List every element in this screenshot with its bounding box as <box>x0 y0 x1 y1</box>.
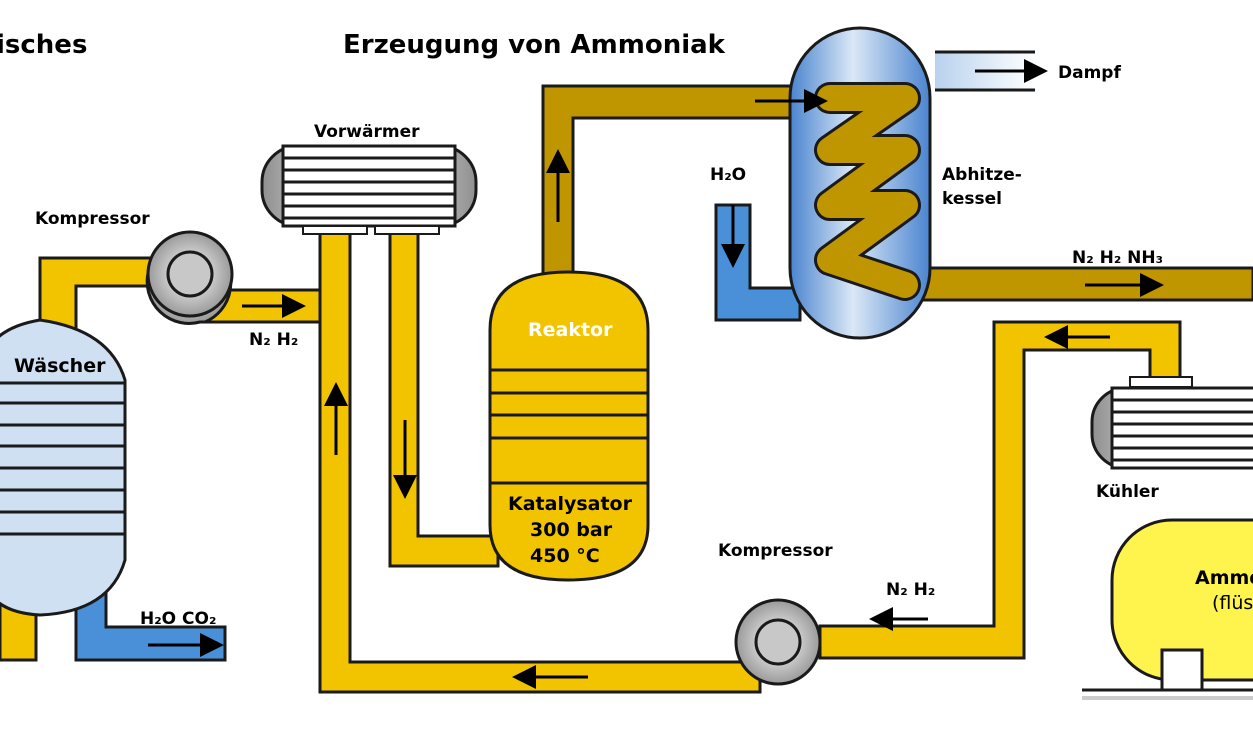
ammoniak-tank <box>1082 518 1253 700</box>
label-waescher: Wäscher <box>14 355 106 377</box>
pipe-preheater-to-reactor <box>388 226 500 568</box>
label-kompressor-bottom: Kompressor <box>718 541 833 561</box>
label-temperatur: 450 °C <box>530 545 600 567</box>
label-ammoniak: Ammo <box>1195 567 1253 589</box>
reaktor-vessel <box>488 270 650 582</box>
flow-arrows <box>148 59 1164 689</box>
label-n2h2-bottom: N₂ H₂ <box>886 580 935 600</box>
kompressor-top <box>145 230 234 325</box>
label-h2o: H₂O <box>710 165 746 185</box>
label-reaktor: Reaktor <box>528 319 613 341</box>
label-druck: 300 bar <box>530 519 613 541</box>
label-n2h2nh3: N₂ H₂ NH₃ <box>1072 248 1163 268</box>
vorwaermer <box>260 144 478 235</box>
title-left: isches <box>0 30 87 60</box>
label-kuehler: Kühler <box>1096 482 1159 502</box>
label-dampf: Dampf <box>1058 63 1121 83</box>
label-katalysator: Katalysator <box>508 493 633 515</box>
kuehler <box>1090 376 1253 470</box>
waescher-vessel <box>0 318 127 617</box>
label-abhitze-2: kessel <box>942 189 1002 209</box>
pipe-water-inlet <box>714 203 802 322</box>
diagram-title: Erzeugung von Ammoniak <box>343 30 726 60</box>
label-kompressor-top: Kompressor <box>35 209 150 229</box>
label-vorwaermer: Vorwärmer <box>314 122 420 142</box>
label-n2h2-left: N₂ H₂ <box>249 330 298 350</box>
label-abhitze-1: Abhitze- <box>942 165 1022 185</box>
label-fluessig: (flüs <box>1212 592 1253 614</box>
label-h2o-co2: H₂O CO₂ <box>140 609 216 629</box>
kompressor-bottom <box>734 598 822 686</box>
pipe-boiler-outlet <box>888 266 1253 302</box>
